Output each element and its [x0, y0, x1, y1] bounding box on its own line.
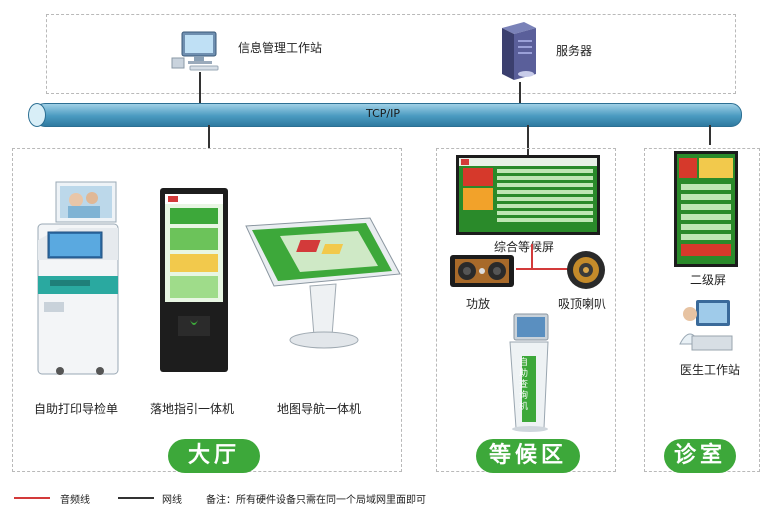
speaker-label: 吸顶喇叭 [558, 297, 607, 311]
audio-line-vertical [531, 244, 533, 268]
doctor-workstation-label: 医生工作站 [680, 363, 741, 377]
audio-line-swatch [14, 497, 50, 499]
tcp-ip-bus [34, 103, 742, 127]
waiting-connector [527, 125, 529, 155]
workstation-connector [199, 72, 201, 103]
hall-device-3-label: 地图导航一体机 [277, 402, 362, 416]
server-connector [519, 82, 521, 103]
query-kiosk-image [509, 313, 549, 432]
query-kiosk-text: 自助查询机 [519, 358, 529, 412]
doctor-workstation-image [679, 300, 733, 351]
network-line-swatch [118, 497, 154, 499]
audio-line-horizontal [516, 268, 572, 270]
clinic-connector [709, 125, 711, 145]
top-area-frame [46, 14, 736, 94]
hall-device-1-label: 自助打印导检单 [34, 402, 119, 416]
workstation-icon [171, 31, 219, 71]
map-navigation-kiosk-image [245, 217, 401, 349]
server-label: 服务器 [556, 44, 593, 58]
secondary-screen-label: 二级屏 [690, 273, 727, 287]
hall-zone-badge: 大厅 [168, 439, 260, 473]
ceiling-speaker-icon [567, 251, 605, 289]
bus-label: TCP/IP [366, 107, 400, 120]
hall-device-2-label: 落地指引一体机 [150, 402, 235, 416]
network-line-legend-label: 网线 [162, 495, 182, 506]
clinic-zone-badge: 诊室 [664, 439, 736, 473]
legend-note: 备注：所有硬件设备只需在同一个局域网里面即可 [206, 495, 426, 506]
audio-line-legend-label: 音频线 [60, 495, 90, 506]
waiting-screen-image [456, 155, 600, 235]
workstation-label: 信息管理工作站 [238, 41, 323, 55]
floor-guide-kiosk-image [160, 188, 228, 372]
self-print-kiosk-image [37, 181, 119, 375]
waiting-screen-label: 综合等候屏 [494, 240, 555, 254]
amplifier-icon [450, 255, 514, 287]
amplifier-label: 功放 [466, 297, 491, 311]
secondary-screen-image [674, 151, 738, 267]
waiting-zone-badge: 等候区 [476, 439, 580, 473]
hall-connector [208, 125, 210, 148]
server-icon [502, 22, 536, 80]
bus-end-cap [28, 103, 46, 127]
